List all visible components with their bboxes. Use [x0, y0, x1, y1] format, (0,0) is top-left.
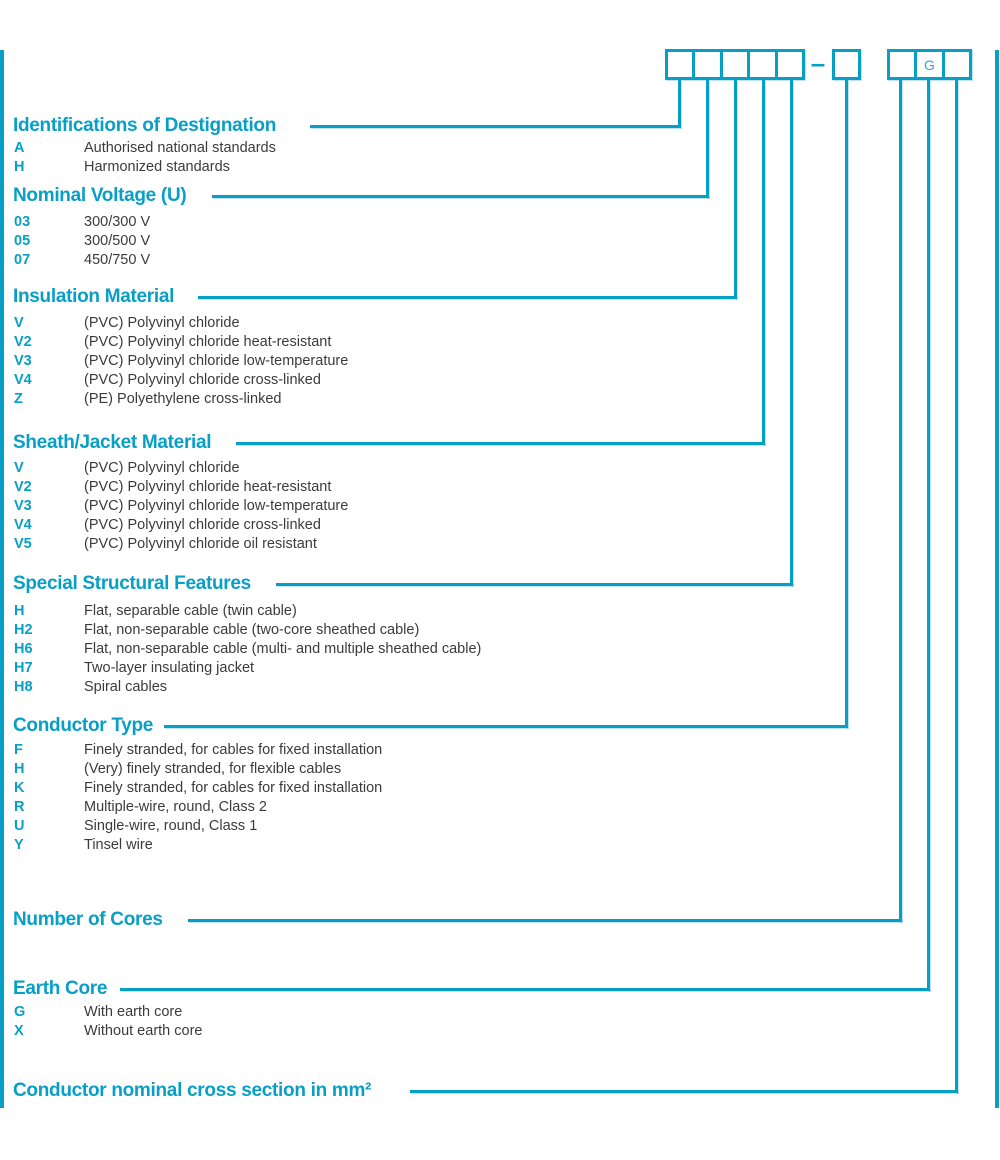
section-title: Sheath/Jacket Material: [13, 432, 212, 453]
code-box-cell: G: [917, 52, 945, 77]
section-title: Special Structural Features: [13, 573, 251, 594]
item-description: (PVC) Polyvinyl chloride low-temperature: [84, 352, 349, 369]
code-box-group-main-code-boxes: [665, 49, 805, 80]
section-title: Earth Core: [13, 978, 108, 999]
item-code: V2: [14, 333, 32, 350]
item-code: H: [14, 760, 25, 777]
item-description: Authorised national standards: [84, 139, 276, 156]
section-title: Number of Cores: [13, 909, 163, 930]
item-description: (PVC) Polyvinyl chloride cross-linked: [84, 516, 321, 533]
section-title: Identifications of Destignation: [13, 115, 277, 136]
code-box-cell: [723, 52, 751, 77]
item-code: 07: [14, 251, 31, 268]
section-connector-hline: [212, 195, 709, 198]
item-description: With earth core: [84, 1003, 183, 1020]
item-description: (PVC) Polyvinyl chloride cross-linked: [84, 371, 321, 388]
item-description: Finely stranded, for cables for fixed in…: [84, 779, 383, 796]
item-description: Harmonized standards: [84, 158, 230, 175]
section-connector-vline: [927, 80, 930, 991]
item-description: Flat, non-separable cable (multi- and mu…: [84, 640, 482, 657]
item-code: 03: [14, 213, 31, 230]
item-code: F: [14, 741, 23, 758]
item-code: A: [14, 139, 25, 156]
item-description: Finely stranded, for cables for fixed in…: [84, 741, 383, 758]
section-connector-hline: [188, 919, 902, 922]
section-connector-vline: [678, 80, 681, 128]
item-code: X: [14, 1022, 24, 1039]
section-title: Nominal Voltage (U): [13, 185, 187, 206]
item-description: (PVC) Polyvinyl chloride: [84, 459, 240, 476]
item-description: Two-layer insulating jacket: [84, 659, 255, 676]
section-connector-hline: [410, 1090, 958, 1093]
code-box-group-conductor-type-box: [832, 49, 861, 80]
section-title: Conductor nominal cross section in mm²: [13, 1080, 372, 1101]
item-description: Spiral cables: [84, 678, 168, 695]
code-box-cell: [890, 52, 918, 77]
section-connector-vline: [845, 80, 848, 728]
item-code: V: [14, 314, 24, 331]
item-code: V: [14, 459, 24, 476]
code-box-cell: [750, 52, 778, 77]
item-description: Multiple-wire, round, Class 2: [84, 798, 267, 815]
code-box-cell: [695, 52, 723, 77]
item-description: (PVC) Polyvinyl chloride heat-resistant: [84, 478, 332, 495]
item-code: V5: [14, 535, 32, 552]
item-code: V4: [14, 516, 32, 533]
item-description: Flat, non-separable cable (two-core shea…: [84, 621, 420, 638]
section-connector-hline: [120, 988, 930, 991]
item-description: (Very) finely stranded, for flexible cab…: [84, 760, 342, 777]
box-separator-dash: –: [810, 48, 826, 78]
section-connector-vline: [762, 80, 765, 445]
code-box-cell: [835, 52, 858, 77]
page-border-right: [995, 50, 999, 1108]
item-code: K: [14, 779, 25, 796]
item-code: H: [14, 602, 25, 619]
item-description: 450/750 V: [84, 251, 151, 268]
item-description: Without earth core: [84, 1022, 203, 1039]
section-connector-hline: [198, 296, 737, 299]
item-code: H8: [14, 678, 33, 695]
item-code: Z: [14, 390, 23, 407]
item-description: (PVC) Polyvinyl chloride: [84, 314, 240, 331]
item-code: 05: [14, 232, 31, 249]
item-code: G: [14, 1003, 26, 1020]
item-description: (PVC) Polyvinyl chloride heat-resistant: [84, 333, 332, 350]
item-description: 300/300 V: [84, 213, 151, 230]
item-code: R: [14, 798, 25, 815]
item-description: 300/500 V: [84, 232, 151, 249]
section-title: Conductor Type: [13, 715, 154, 736]
item-code: V4: [14, 371, 32, 388]
code-box-cell: [945, 52, 969, 77]
section-connector-vline: [899, 80, 902, 922]
item-code: H: [14, 158, 25, 175]
code-box-cell: [778, 52, 802, 77]
item-code: H2: [14, 621, 33, 638]
item-description: (PVC) Polyvinyl chloride oil resistant: [84, 535, 317, 552]
item-description: Flat, separable cable (twin cable): [84, 602, 297, 619]
section-connector-hline: [310, 125, 681, 128]
item-description: (PVC) Polyvinyl chloride low-temperature: [84, 497, 349, 514]
item-description: Single-wire, round, Class 1: [84, 817, 258, 834]
item-description: (PE) Polyethylene cross-linked: [84, 390, 282, 407]
item-code: H7: [14, 659, 33, 676]
section-connector-vline: [955, 80, 958, 1093]
section-connector-hline: [276, 583, 793, 586]
section-connector-vline: [734, 80, 737, 299]
item-code: V3: [14, 497, 32, 514]
item-description: Tinsel wire: [84, 836, 153, 853]
section-connector-vline: [790, 80, 793, 586]
code-box-group-cores-earth-section-boxes: G: [887, 49, 972, 80]
item-code: H6: [14, 640, 33, 657]
page-border-left: [0, 50, 4, 1108]
item-code: V3: [14, 352, 32, 369]
section-connector-hline: [164, 725, 848, 728]
item-code: U: [14, 817, 25, 834]
code-box-cell: [668, 52, 696, 77]
item-code: V2: [14, 478, 32, 495]
item-code: Y: [14, 836, 24, 853]
section-connector-vline: [706, 80, 709, 198]
section-title: Insulation Material: [13, 286, 175, 307]
section-connector-hline: [236, 442, 765, 445]
